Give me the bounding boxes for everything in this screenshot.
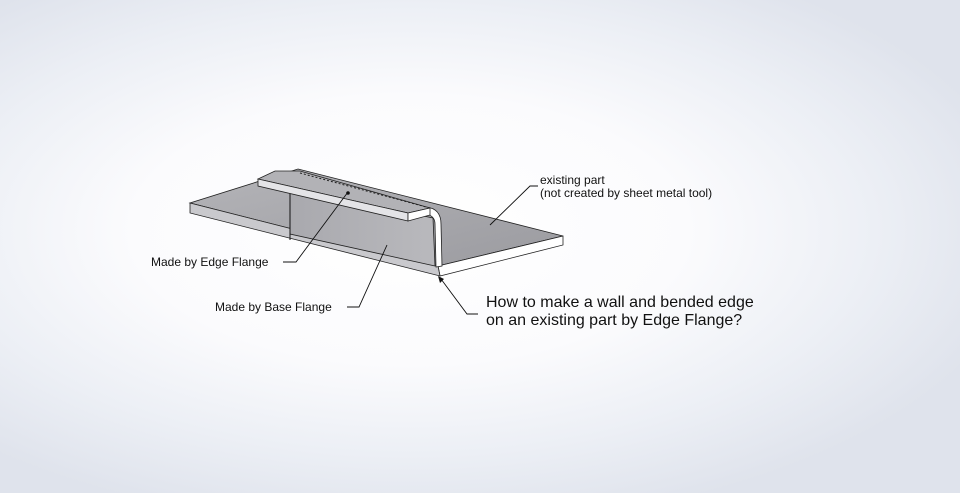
edge-flange-label: Made by Edge Flange xyxy=(151,255,269,269)
existing-part-note-label: (not created by sheet metal tool) xyxy=(540,186,713,200)
leader-lines xyxy=(283,185,538,315)
question-line-2: on an existing part by Edge Flange? xyxy=(486,312,743,329)
base-flange-label: Made by Base Flange xyxy=(215,300,332,314)
question-line-1: How to make a wall and bended edge xyxy=(486,294,754,311)
existing-part-label: existing part xyxy=(540,173,605,187)
